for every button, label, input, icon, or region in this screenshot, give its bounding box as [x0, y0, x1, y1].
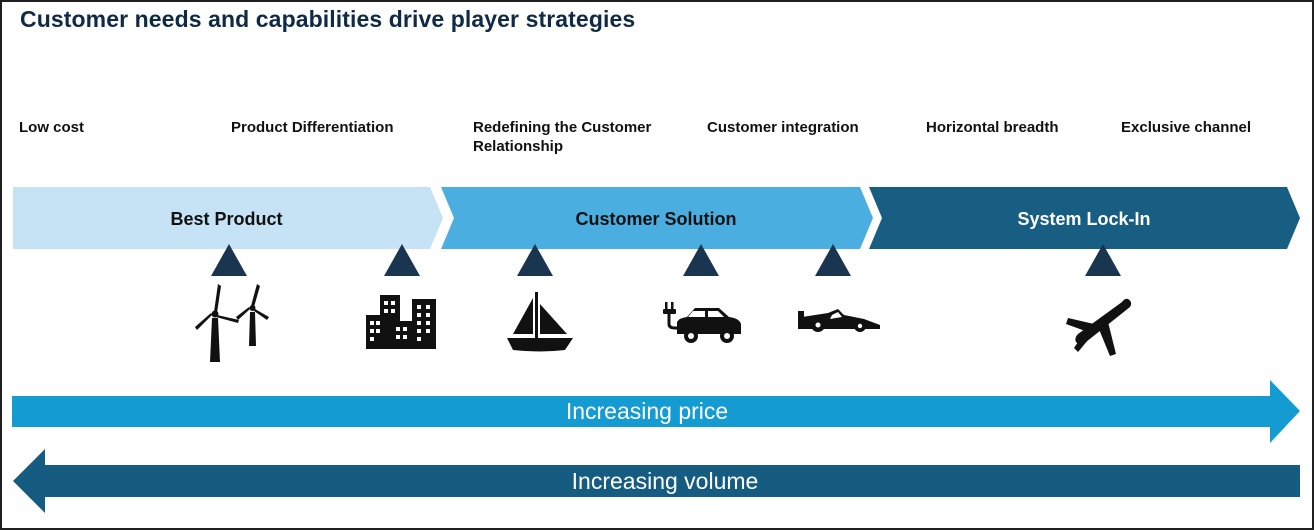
buildings-icon	[366, 295, 436, 349]
increasing-volume-arrow	[13, 449, 1300, 513]
increasing-volume-label: Increasing volume	[571, 468, 759, 494]
strategy-label-product-differentiation: Product Differentiation	[231, 119, 394, 136]
strategy-label-exclusive-channel: Exclusive channel	[1121, 119, 1252, 136]
strategy-label-customer-integration: Customer integration	[707, 119, 859, 136]
electric-car-icon	[663, 302, 741, 343]
chevron-label-customer-solution: Customer Solution	[575, 209, 737, 229]
strategy-label-redefining-relationship: Redefining the Customer Relationship	[473, 119, 652, 155]
chevron-label-system-lock-in: System Lock-In	[1017, 209, 1151, 229]
marker-triangle-5	[815, 244, 851, 276]
strategy-label-low-cost: Low cost	[19, 119, 85, 136]
marker-triangle-1	[211, 244, 247, 276]
chevron-label-best-product: Best Product	[170, 209, 283, 229]
page-title: Customer needs and capabilities drive pl…	[20, 6, 636, 32]
sailboat-icon	[507, 292, 573, 352]
increasing-price-label: Increasing price	[565, 398, 729, 424]
chevron-customer-solution	[441, 187, 873, 249]
marker-triangle-2	[384, 244, 420, 276]
strategy-label-horizontal-breadth: Horizontal breadth	[926, 119, 1059, 136]
increasing-price-arrow	[12, 380, 1300, 443]
marker-triangle-6	[1085, 244, 1121, 276]
chevron-best-product	[13, 187, 443, 249]
airplane-icon	[1066, 298, 1132, 356]
wind-turbine-icon	[195, 284, 269, 362]
race-car-icon	[798, 309, 880, 332]
marker-triangle-3	[517, 244, 553, 276]
marker-triangle-4	[683, 244, 719, 276]
chevron-system-lock-in	[869, 187, 1300, 249]
